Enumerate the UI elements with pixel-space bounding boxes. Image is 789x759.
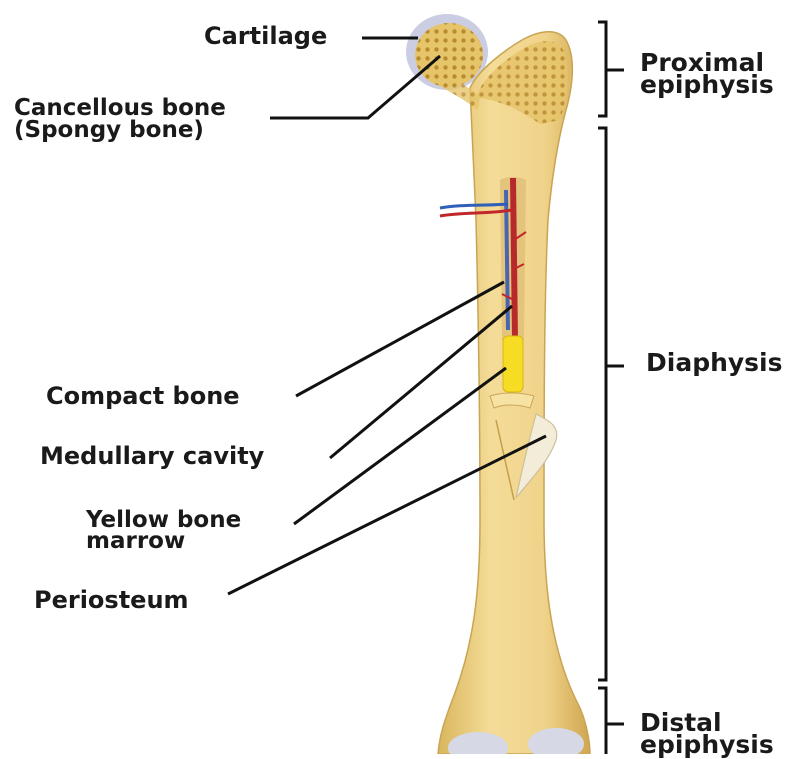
leader-yellow-marrow [294,368,506,524]
bracket-distal [598,688,606,754]
label-proximal-line2: epiphysis [640,74,774,96]
label-medullary-cavity: Medullary cavity [40,444,264,468]
label-diaphysis: Diaphysis [646,352,783,374]
label-distal-line2: epiphysis [640,734,774,756]
label-compact-bone: Compact bone [46,384,240,408]
bracket-proximal [598,22,606,116]
label-cancellous-line2: (Spongy bone) [14,120,204,141]
label-cartilage: Cartilage [204,24,327,48]
yellow-bone-marrow [503,336,523,392]
bracket-diaphysis [598,128,606,680]
label-periosteum: Periosteum [34,588,189,612]
label-cancellous-line1: Cancellous bone [14,98,226,119]
label-yellow-marrow-line2: marrow [86,531,185,552]
